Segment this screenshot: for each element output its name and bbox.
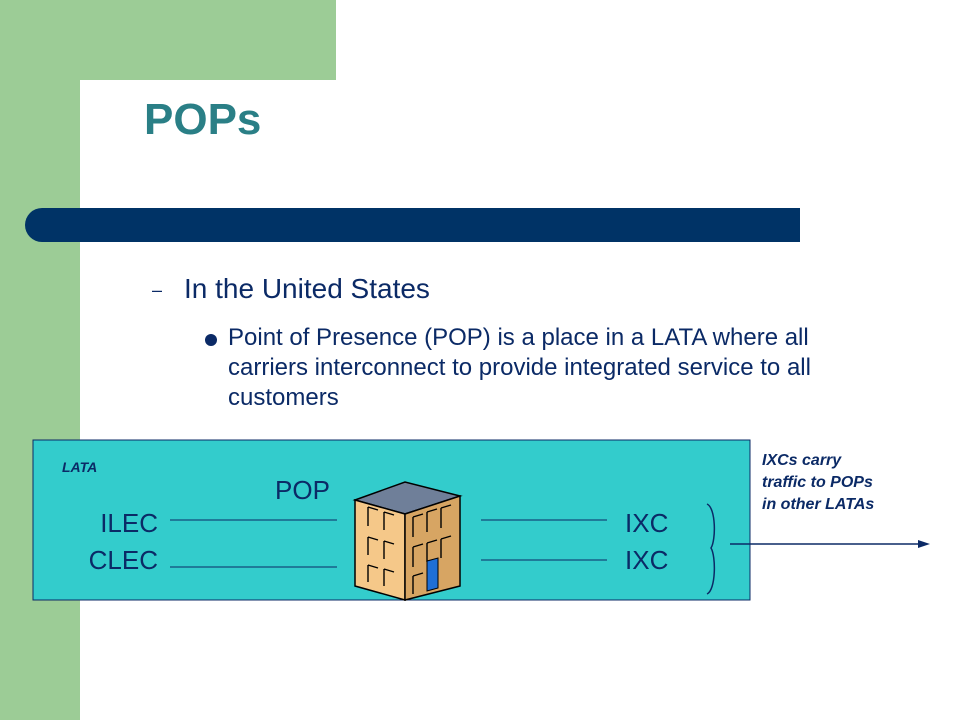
clec-label: CLEC: [89, 545, 158, 575]
ilec-label: ILEC: [100, 508, 158, 538]
top-green-band: [80, 0, 336, 80]
bullet-level1-text: In the United States: [184, 273, 430, 304]
ixc-note-line-1: IXCs carry: [762, 452, 842, 469]
dash-bullet-icon: –: [152, 280, 163, 301]
ixc-note-line-2: traffic to POPs: [762, 474, 873, 491]
bullet-level2: Point of Presence (POP) is a place in a …: [205, 323, 865, 413]
pop-building-icon: [352, 481, 463, 601]
title-underline-bar: [25, 208, 800, 242]
ixc-label-2: IXC: [625, 545, 668, 575]
ixc-note-line-3: in other LATAs: [762, 496, 875, 513]
ixc-note: IXCs carry traffic to POPs in other LATA…: [762, 450, 952, 516]
outbound-arrowhead-icon: [918, 540, 930, 548]
bullet-level1: –In the United States: [152, 273, 430, 305]
bullet-level2-text: Point of Presence (POP) is a place in a …: [228, 324, 811, 411]
ixc-group-brace: [706, 503, 716, 595]
pop-label: POP: [275, 475, 330, 505]
lata-label: LATA: [62, 459, 97, 475]
ixc-label-1: IXC: [625, 508, 668, 538]
slide-title: POPs: [144, 95, 262, 144]
content-panel: [80, 80, 960, 720]
dot-bullet-icon: [205, 334, 217, 346]
